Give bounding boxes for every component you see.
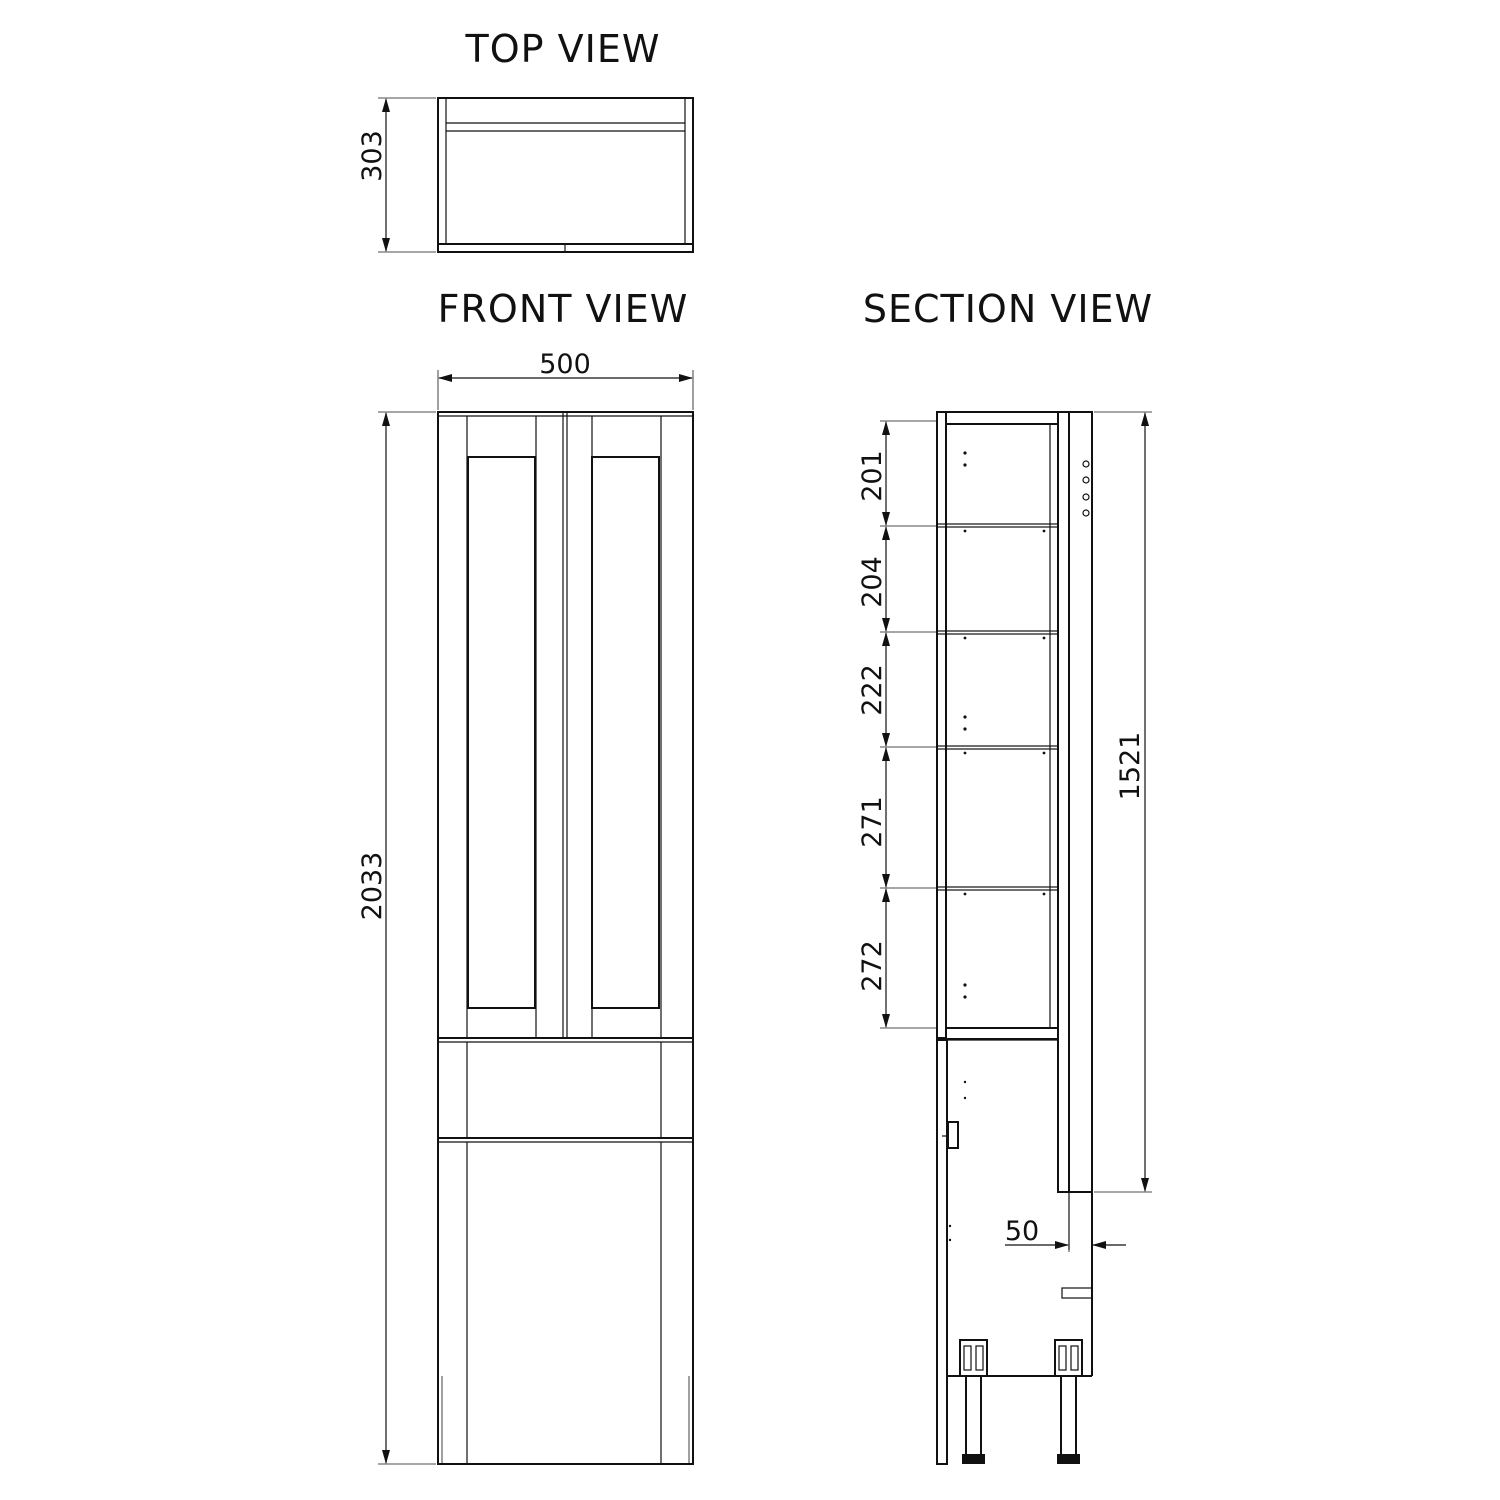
shelf-gap-5: 272 <box>857 940 888 992</box>
shelf-gap-4: 271 <box>857 796 888 848</box>
depth-dimension: 303 <box>357 97 436 253</box>
width-value: 500 <box>539 349 591 380</box>
front-view-title: FRONT VIEW <box>438 287 689 331</box>
shelf-gap-3: 222 <box>857 664 888 716</box>
width-dimension: 500 <box>437 349 694 410</box>
upper-height-dimension: 1521 <box>1094 411 1152 1193</box>
leveling-leg-rear <box>1054 1339 1083 1464</box>
height-dimension: 2033 <box>357 411 436 1465</box>
leveling-leg-front <box>959 1339 988 1464</box>
upper-height-value: 1521 <box>1115 732 1146 801</box>
section-view-drawing <box>936 411 1093 1465</box>
shelf-gap-2: 204 <box>857 556 888 608</box>
section-view-title: SECTION VIEW <box>863 287 1153 331</box>
offset-value: 50 <box>1005 1216 1039 1247</box>
top-view-title: TOP VIEW <box>465 27 661 71</box>
front-view-drawing <box>437 411 694 1465</box>
height-value: 2033 <box>357 852 388 921</box>
depth-value: 303 <box>357 130 388 182</box>
top-view-drawing <box>437 97 694 253</box>
offset-dimension: 50 <box>1005 1194 1126 1252</box>
shelf-spacing-dimensions: 201 204 222 271 272 <box>857 420 936 1029</box>
shelf-gap-1: 201 <box>857 450 888 502</box>
shelves <box>936 523 1059 891</box>
